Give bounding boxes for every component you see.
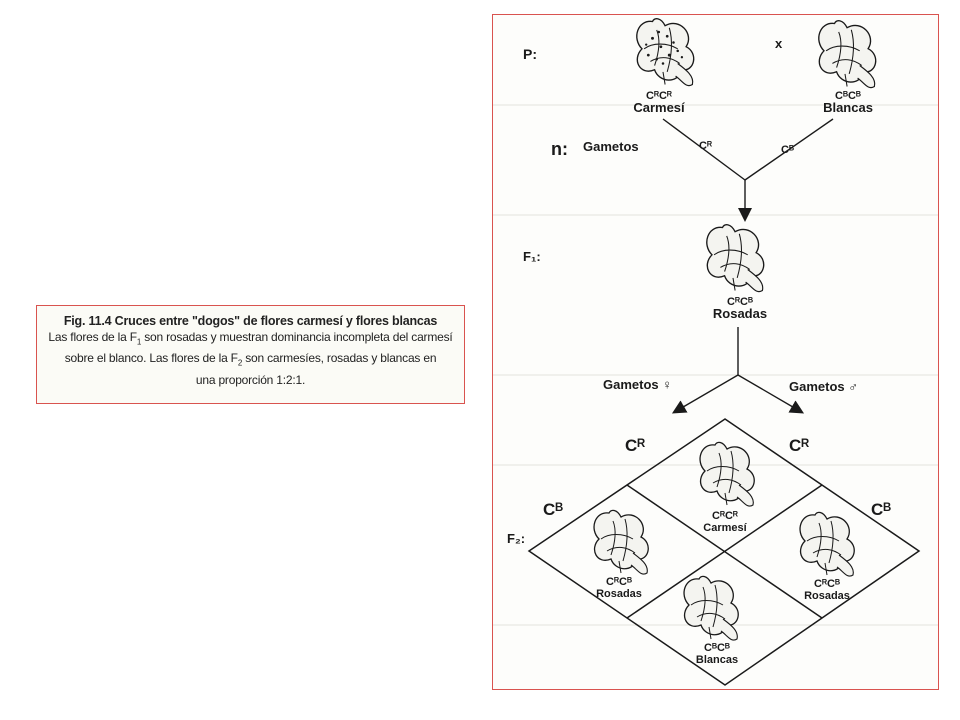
f2-left-rosada-flower-icon	[593, 509, 649, 575]
caption-line1: Las flores de la F	[48, 330, 137, 344]
grid-top-right-allele: Cᴿ	[789, 436, 809, 455]
cell-left-genotype: CᴿCᴮ	[606, 576, 632, 588]
f2-blanca-flower-icon	[683, 575, 739, 641]
f1-rosada-flower-icon	[706, 224, 765, 293]
f1-genotype: CᴿCᴮ	[727, 296, 753, 308]
caption-line1-rest: son rosadas y muestran dominancia incomp…	[141, 330, 453, 344]
grid-right-allele: Cᴮ	[871, 500, 891, 519]
n-label: n:	[551, 139, 568, 159]
gametes-male-label: Gametos ♂	[789, 379, 858, 394]
parent-white-name: Blancas	[823, 100, 873, 115]
f2-label: F₂:	[507, 531, 525, 546]
p-generation-label: P:	[523, 46, 537, 62]
grid-top-left-allele: Cᴿ	[625, 436, 645, 455]
f1-label: F₁:	[523, 249, 541, 264]
f1-split-lines	[671, 327, 805, 414]
gametes-label: Gametos	[583, 139, 639, 154]
cell-bottom-genotype: CᴮCᴮ	[704, 642, 730, 654]
parent-red-genotype: CᴿCᴿ	[646, 90, 672, 102]
genetics-diagram: P: x CᴿCᴿ Carmesí CᴮCᴮ Blancas n: Gameto…	[492, 14, 939, 690]
f2-right-rosada-flower-icon	[799, 511, 855, 577]
cell-left-name: Rosadas	[596, 588, 642, 600]
caption-line2: sobre el blanco. Las flores de la F	[64, 351, 238, 366]
cell-right-name: Rosadas	[804, 590, 850, 602]
caption-body: Las flores de la F1 son rosadas y muestr…	[47, 329, 454, 388]
grid-left-allele: Cᴮ	[543, 500, 563, 519]
cross-symbol: x	[775, 36, 783, 51]
gametes-female-label: Gametos ♀	[603, 377, 672, 392]
figure-caption: Fig. 11.4 Cruces entre "dogos" de flores…	[36, 305, 465, 404]
f1-name: Rosadas	[713, 306, 767, 321]
cell-right-genotype: CᴿCᴮ	[814, 578, 840, 590]
f2-carmesi-flower-icon	[699, 441, 755, 507]
parent-white-genotype: CᴮCᴮ	[835, 90, 861, 102]
background-ghost-lines	[493, 104, 938, 626]
cell-bottom-name: Blancas	[696, 654, 738, 666]
caption-line2-sub: 2	[237, 358, 243, 368]
caption-line3: una proporción 1:2:1.	[195, 372, 306, 387]
carmesi-flower-icon	[637, 19, 694, 86]
diagram-canvas: P: x CᴿCᴿ Carmesí CᴮCᴮ Blancas n: Gameto…	[493, 15, 938, 686]
punnett-grid	[527, 418, 921, 686]
cell-top-name: Carmesí	[703, 522, 747, 534]
cell-top-genotype: CᴿCᴿ	[712, 510, 738, 522]
caption-line2-rest: son carmesíes, rosadas y blancas en	[242, 351, 437, 366]
blanca-flower-icon	[818, 20, 877, 89]
parent-red-name: Carmesí	[633, 100, 685, 115]
caption-title: Fig. 11.4 Cruces entre "dogos" de flores…	[63, 314, 438, 328]
gamete-convergence-lines	[662, 118, 834, 222]
caption-line1-sub: 1	[136, 337, 142, 347]
